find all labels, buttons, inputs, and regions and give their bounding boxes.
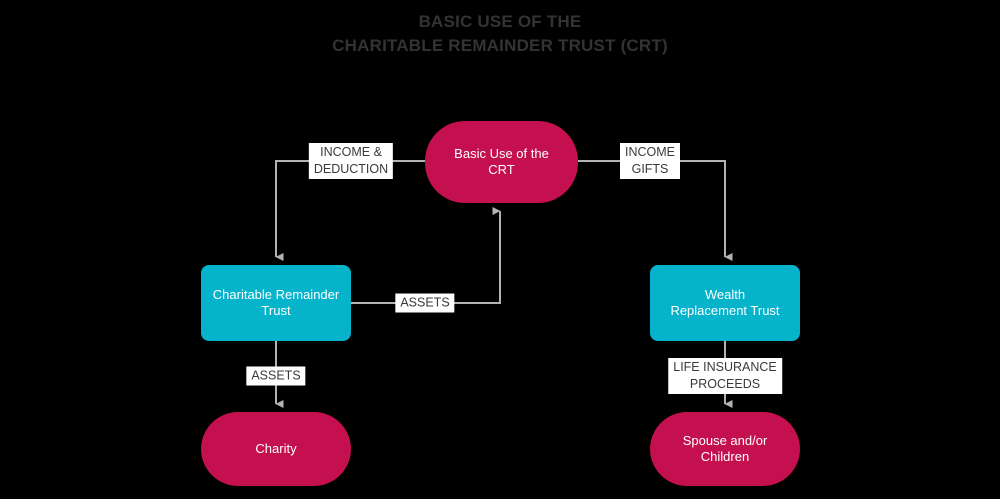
edge-label-assets-to-crt: ASSETS — [395, 293, 455, 313]
edge-label-income-deduction: INCOME & DEDUCTION — [308, 143, 394, 179]
node-charity[interactable]: Charity — [201, 412, 351, 486]
page-title: BASIC USE OF THE CHARITABLE REMAINDER TR… — [332, 12, 668, 55]
node-basic-use-of-the-crt[interactable]: Basic Use of the CRT — [425, 121, 578, 203]
edge-label-life-insurance-proceeds: LIFE INSURANCE PROCEEDS — [668, 358, 782, 394]
node-spouse-and-or-children[interactable]: Spouse and/or Children — [650, 412, 800, 486]
edge-label-assets-to-charity: ASSETS — [246, 366, 306, 386]
node-wealth-replacement-trust[interactable]: Wealth Replacement Trust — [650, 265, 800, 341]
connector-crtrust-to-crt — [351, 207, 501, 304]
edge-label-income-gifts: INCOME GIFTS — [620, 143, 680, 179]
node-charitable-remainder-trust[interactable]: Charitable Remainder Trust — [201, 265, 351, 341]
